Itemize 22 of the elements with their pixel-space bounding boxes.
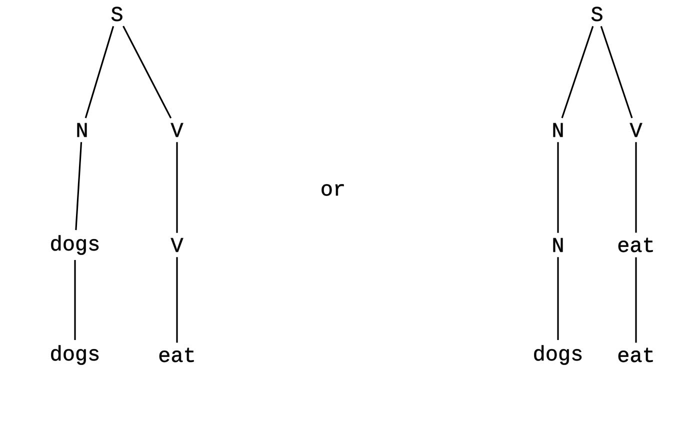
tree-label: N [553, 123, 563, 137]
tree-label: V [170, 238, 184, 252]
branch-line [84, 26, 114, 118]
branch-line [635, 142, 637, 233]
connective-word: or [322, 184, 344, 196]
branch-line [176, 257, 178, 343]
branch-line [74, 260, 76, 340]
branch-line [635, 257, 637, 343]
tree-label: V [170, 123, 184, 137]
branch-line [557, 257, 559, 340]
tree-label: N [77, 123, 87, 137]
branch-line [75, 142, 82, 230]
tree-label: S [592, 6, 602, 22]
branch-line [557, 142, 559, 233]
tree-label: S [112, 6, 122, 22]
branch-line [122, 26, 172, 118]
tree-label: N [553, 238, 563, 252]
tree-label: eat [618, 238, 653, 252]
branch-line [561, 26, 594, 118]
tree-label: V [630, 123, 642, 137]
tree-label: eat [159, 348, 194, 362]
tree-label: eat [618, 348, 653, 362]
